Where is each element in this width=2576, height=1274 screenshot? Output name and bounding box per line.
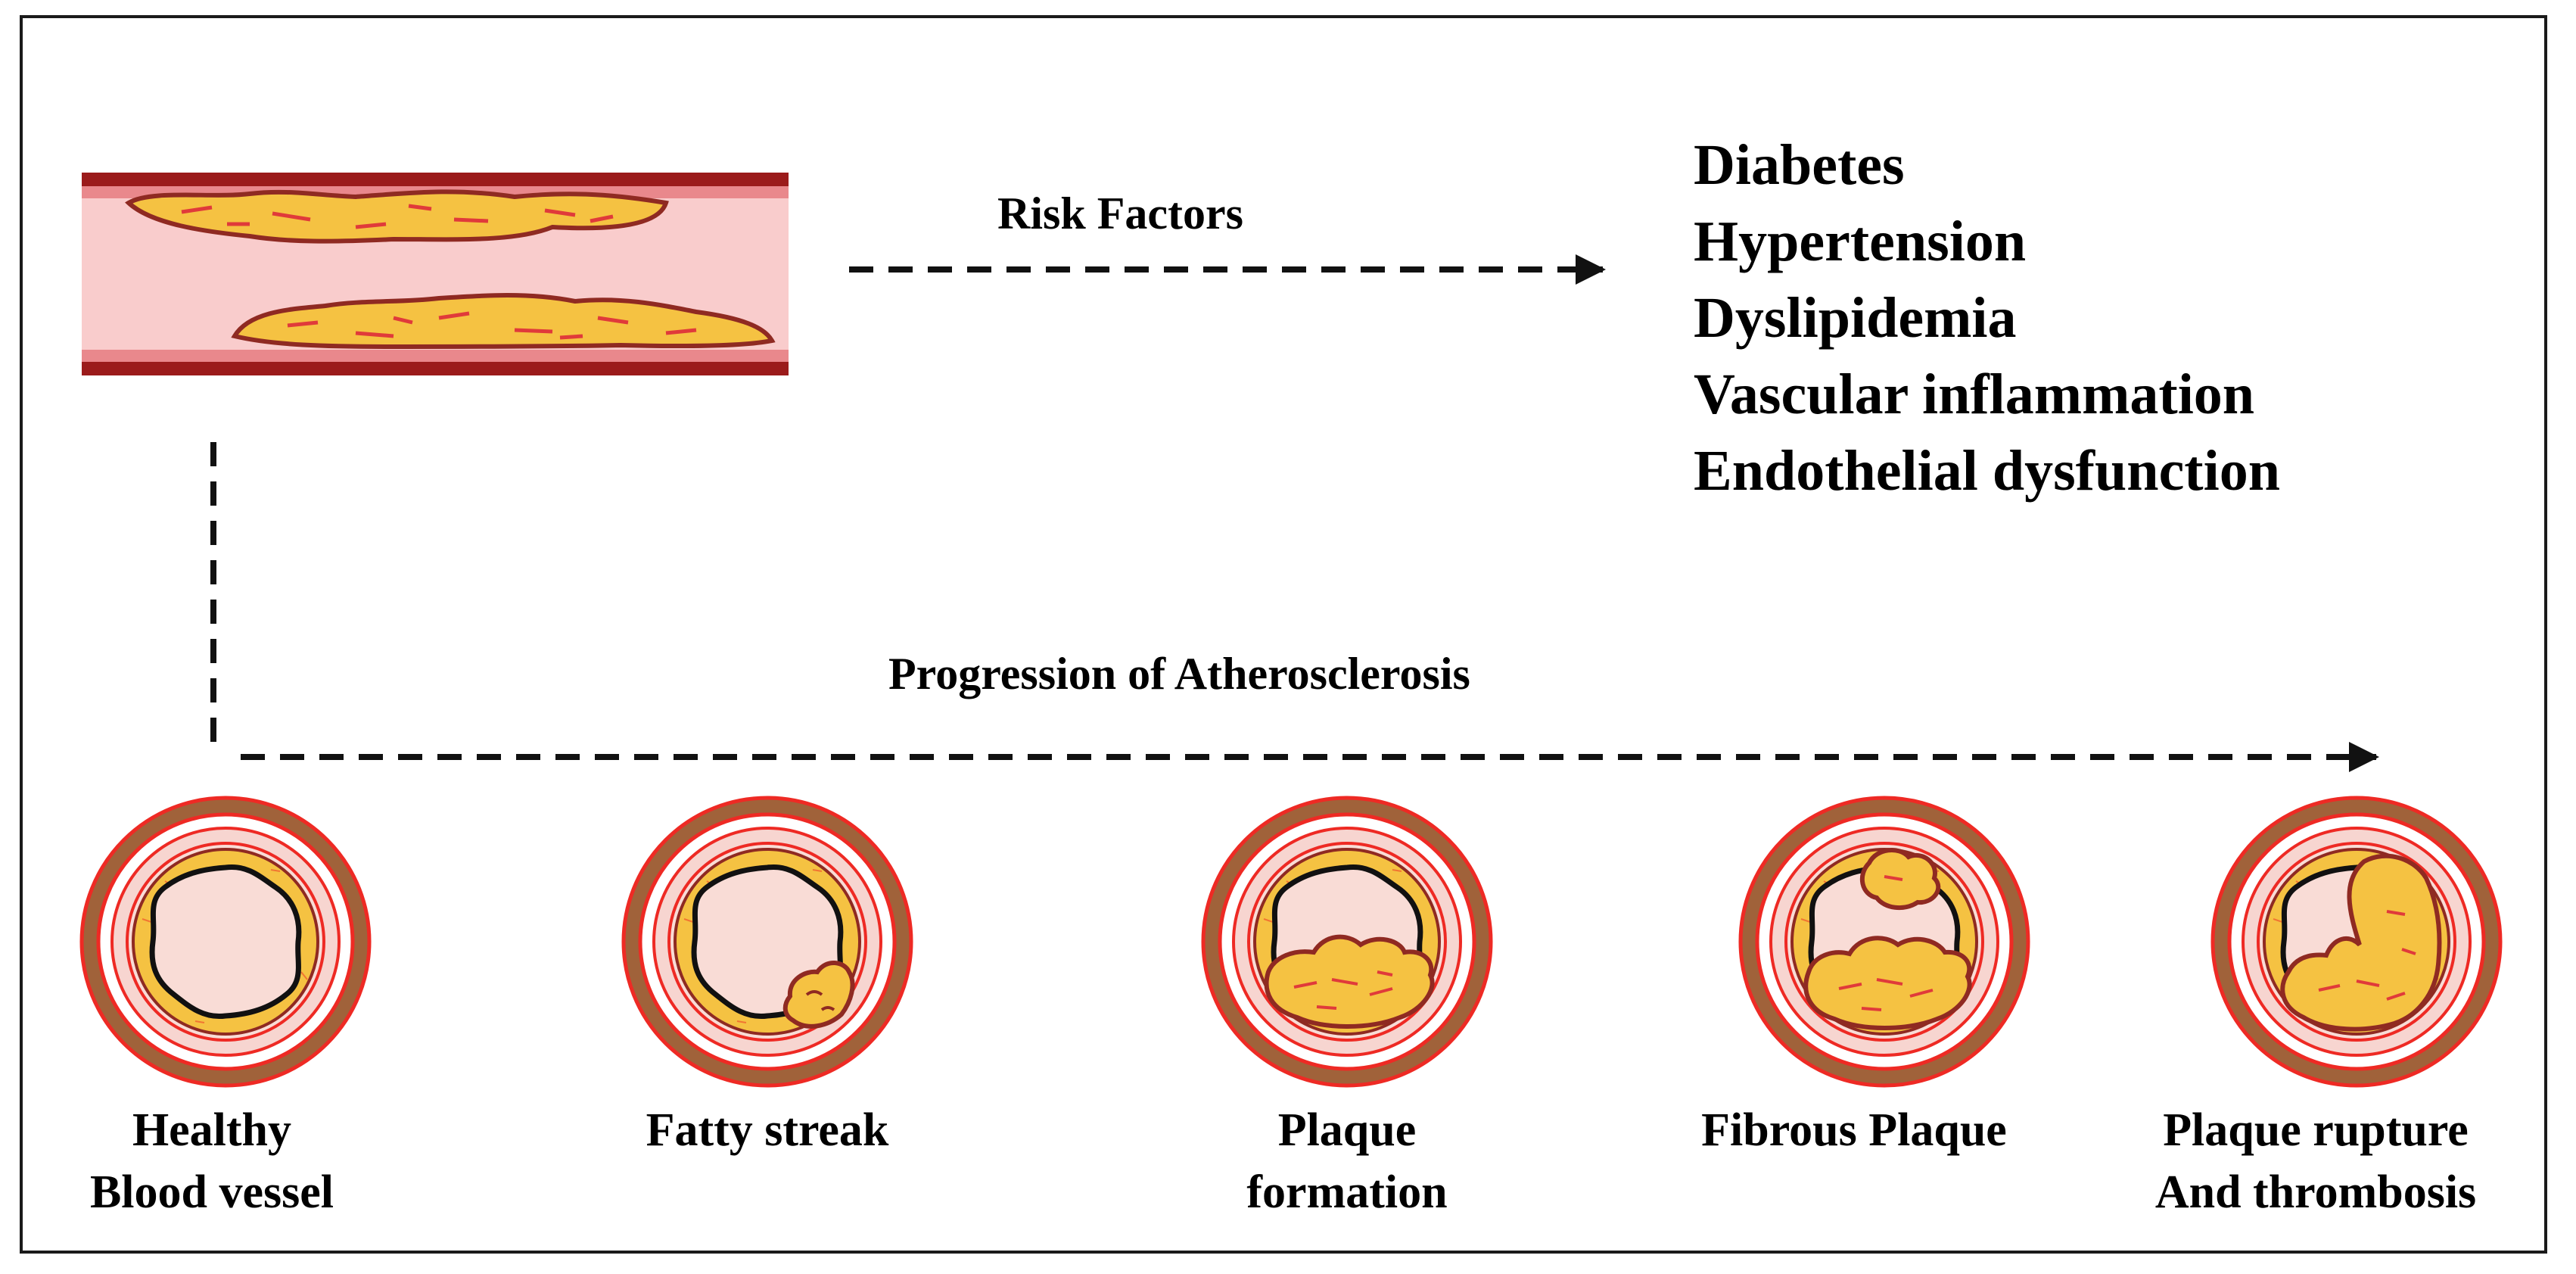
risk-factors-list: Diabetes Hypertension Dyslipidemia Vascu… bbox=[1694, 127, 2280, 509]
stage-label-line1: Healthy bbox=[132, 1104, 292, 1156]
stage-label-fatty-streak: Fatty streak bbox=[555, 1099, 979, 1161]
risk-factor-item: Endothelial dysfunction bbox=[1694, 439, 2280, 503]
stage-label-line2: formation bbox=[1246, 1167, 1448, 1218]
cross-section-fibrous-plaque bbox=[1741, 798, 2028, 1086]
vessel-longitudinal bbox=[82, 173, 789, 375]
stage-label-line1: Plaque rupture bbox=[2163, 1104, 2469, 1156]
risk-factor-item: Diabetes bbox=[1694, 133, 1905, 197]
cross-section-plaque-rupture bbox=[2213, 798, 2500, 1086]
stage-label-line1: Fatty streak bbox=[646, 1104, 889, 1156]
cross-section-healthy bbox=[82, 798, 369, 1086]
risk-factor-item: Dyslipidemia bbox=[1694, 286, 2017, 350]
stage-label-fibrous-plaque: Fibrous Plaque bbox=[1642, 1099, 2066, 1161]
stage-label-plaque-rupture: Plaque rupture And thrombosis bbox=[2104, 1099, 2528, 1223]
stage-label-plaque-formation: Plaque formation bbox=[1135, 1099, 1559, 1223]
stage-label-line1: Plaque bbox=[1277, 1104, 1417, 1156]
stage-label-healthy: Healthy Blood vessel bbox=[0, 1099, 424, 1223]
stage-label-line1: Fibrous Plaque bbox=[1701, 1104, 2007, 1156]
stage-label-line2: Blood vessel bbox=[89, 1167, 334, 1218]
progression-label: Progression of Atherosclerosis bbox=[888, 649, 1470, 699]
cross-section-plaque-formation bbox=[1203, 798, 1491, 1086]
stage-label-line2: And thrombosis bbox=[2154, 1167, 2477, 1218]
cross-section-fatty-streak bbox=[624, 798, 911, 1086]
risk-factors-label: Risk Factors bbox=[997, 188, 1243, 238]
risk-factor-item: Vascular inflammation bbox=[1694, 363, 2255, 426]
risk-factor-item: Hypertension bbox=[1694, 210, 2027, 273]
